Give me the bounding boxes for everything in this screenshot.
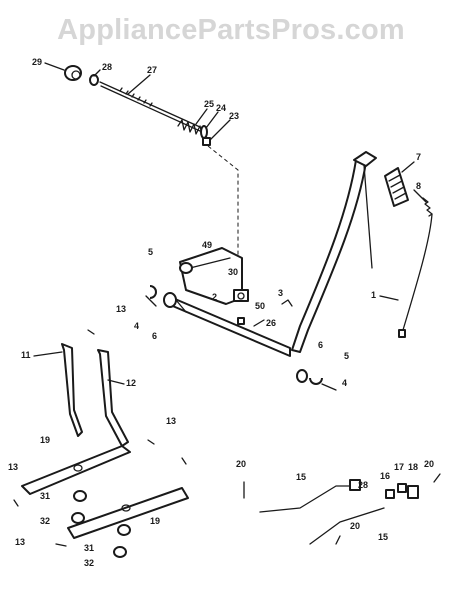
label-13-d: 13 [15,537,25,547]
drop-link-19-lower [67,487,189,539]
pins-13 [13,329,187,547]
label-11: 11 [21,350,31,360]
label-49: 49 [202,240,212,250]
label-3: 3 [278,288,283,298]
label-16: 16 [380,471,390,481]
label-6-right: 6 [318,340,323,350]
pin-4-left [145,295,157,307]
bushing-49 [179,262,193,274]
spacer-6-left [163,292,177,308]
label-5-left: 5 [148,247,153,257]
nut-16 [385,489,395,499]
label-1: 1 [371,290,376,300]
label-15-lower: 15 [378,532,388,542]
label-18: 18 [408,462,418,472]
label-4-right: 4 [342,378,347,388]
label-28-top: 28 [102,62,112,72]
bushing-32-upper [71,512,85,524]
label-6-left: 6 [152,331,157,341]
label-28-right: 28 [358,480,368,490]
drop-link-19-upper [21,445,131,495]
grip-7 [384,167,409,207]
label-4-left: 4 [134,321,139,331]
label-12: 12 [126,378,136,388]
label-27: 27 [147,65,157,75]
block-18 [407,485,419,499]
rod-15-lower [309,507,385,545]
label-13-c: 13 [8,462,18,472]
label-32-upper: 32 [40,516,50,526]
label-19-upper: 19 [40,435,50,445]
label-26: 26 [266,318,276,328]
label-20-bottom: 20 [350,521,360,531]
adjustment-rod-27 [99,81,201,132]
nut-50 [237,317,245,325]
bushing-31-lower [117,524,131,536]
rod-15-upper [259,485,351,513]
label-13-a: 13 [116,304,126,314]
label-7: 7 [416,152,421,162]
pin-26 [253,319,265,327]
label-2: 2 [212,292,217,302]
clip-20-bottom [335,535,341,545]
lift-link-12 [97,349,129,447]
spring-25 [177,119,203,135]
clip-20-right [433,473,441,483]
label-31-upper: 31 [40,491,50,501]
nut-23 [202,137,211,146]
label-24: 24 [216,103,226,113]
label-23: 23 [229,111,239,121]
cable-1 [398,213,433,338]
bushing-32-lower [113,546,127,558]
clip-5-right [309,377,323,385]
label-19-lower: 19 [150,516,160,526]
label-29: 29 [32,57,42,67]
label-30: 30 [228,267,238,277]
nut-17 [397,483,407,493]
knob-29 [64,65,82,81]
lift-link-11 [61,343,83,437]
watermark: AppliancePartsPros.com [57,14,405,46]
block-30 [233,289,249,302]
fitting-28 [349,479,361,491]
leader-lines [33,62,427,385]
lift-lever-handle [291,151,377,353]
clip-3 [281,299,293,307]
spacer-6-right [296,369,308,383]
label-32-lower: 32 [84,558,94,568]
label-31-lower: 31 [84,543,94,553]
bushing-31-upper [73,490,87,502]
label-13-b: 13 [166,416,176,426]
washer-28 [89,74,99,86]
label-50: 50 [255,301,265,311]
clip-5-left [149,285,157,299]
label-20-right: 20 [424,459,434,469]
label-17: 17 [394,462,404,472]
label-8: 8 [416,181,421,191]
label-25: 25 [204,99,214,109]
label-15-upper: 15 [296,472,306,482]
label-5-right: 5 [344,351,349,361]
pin-4-right [321,383,337,391]
label-20-left: 20 [236,459,246,469]
